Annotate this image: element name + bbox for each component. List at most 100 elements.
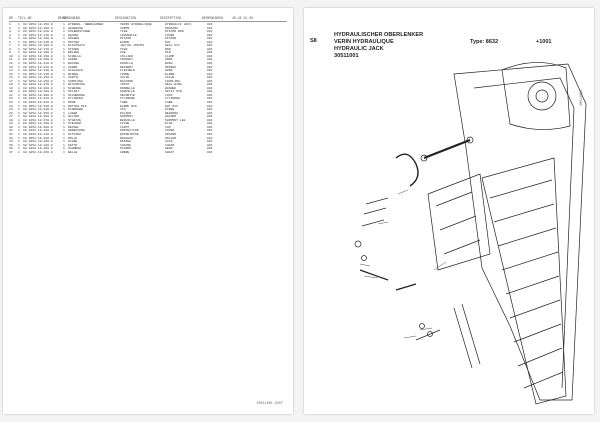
- table-cell: FLEXIBLE: [120, 69, 135, 73]
- gearbox-housing: [501, 62, 571, 130]
- table-cell: WINKEL: [68, 72, 80, 76]
- table-cell: 001: [207, 103, 213, 108]
- table-cell: DECKEL: [68, 33, 80, 37]
- table-cell: 1: [18, 75, 20, 80]
- table-cell: 001: [207, 135, 213, 140]
- hydraulic-top-link: [423, 138, 471, 160]
- table-cell: HYDRAULIC JACK: [165, 23, 191, 26]
- table-cell: 68 9452.18.320.0: [23, 100, 53, 105]
- table-cell: 68 9452.18.450.0: [23, 146, 53, 151]
- table-cell: 1: [18, 78, 20, 83]
- table-cell: DOUILLE: [120, 62, 133, 66]
- table-cell: 001: [207, 114, 213, 119]
- table-cell: 1: [18, 68, 20, 73]
- table-cell: 23: [9, 100, 13, 105]
- table-cell: 1: [18, 39, 20, 44]
- edition-label: +1001: [536, 39, 552, 45]
- table-cell: 1: [63, 43, 65, 48]
- table-cell: 1: [9, 22, 11, 26]
- table-cell: 1: [63, 96, 65, 101]
- table-cell: 68 9452.18.110.0: [23, 32, 53, 37]
- table-cell: CORPS: [120, 26, 130, 30]
- table-cell: 001: [207, 85, 213, 90]
- table-cell: ENTRETOISE: [120, 132, 139, 136]
- table-cell: 001: [207, 61, 213, 66]
- table-cell: 1: [63, 32, 65, 37]
- table-cell: 001: [207, 25, 213, 30]
- table-cell: 1: [18, 43, 20, 48]
- table-cell: 22: [9, 96, 13, 101]
- table-cell: 68 9452.18.230.0: [23, 68, 53, 73]
- table-cell: 001: [207, 29, 213, 34]
- table-cell: 13: [9, 64, 13, 69]
- table-cell: 1: [18, 100, 20, 105]
- parts-list-header: BR TEIL-NR MENGE BENENNUNG DESIGNATION D…: [9, 16, 287, 20]
- table-cell: CLAMP: [165, 54, 175, 58]
- table-cell: 1: [63, 89, 65, 94]
- exploded-drawing: [354, 62, 587, 405]
- section-code: S8: [310, 38, 317, 44]
- table-cell: TUBE: [120, 101, 128, 105]
- table-cell: 68 9452.18.460.0: [23, 149, 53, 154]
- table-cell: SECURITE: [120, 93, 135, 97]
- table-cell: 001: [207, 46, 213, 51]
- loose-nut: [427, 331, 433, 337]
- table-cell: PIN: [165, 51, 171, 55]
- table-cell: 1: [18, 29, 20, 34]
- table-cell: 68 9452.18.220.0: [23, 64, 53, 69]
- table-cell: ROLLER: [165, 136, 177, 140]
- column-header: TEIL-NR: [18, 16, 32, 20]
- hydraulic-hose: [395, 153, 419, 187]
- table-cell: ROHR: [68, 101, 76, 105]
- table-cell: 001: [207, 146, 213, 151]
- table-cell: 1: [18, 57, 20, 62]
- table-cell: 1: [63, 68, 65, 73]
- headstock-braces: [435, 191, 481, 255]
- table-cell: ABDECKUNG: [68, 129, 85, 133]
- table-cell: 1: [63, 71, 65, 76]
- column-header: MENGE: [58, 16, 68, 20]
- table-cell: 1: [63, 92, 65, 97]
- table-cell: FICHE: [120, 122, 130, 126]
- callout-leaders: [359, 189, 447, 339]
- table-cell: PROTECTION: [120, 129, 139, 133]
- table-cell: 7: [9, 43, 11, 48]
- table-cell: SEAL RING: [165, 83, 182, 87]
- table-cell: 1: [18, 142, 20, 147]
- column-header: BR: [9, 16, 13, 20]
- table-cell: 001: [207, 53, 213, 58]
- table-cell: GOUPILLE: [120, 90, 135, 94]
- table-cell: 1: [63, 36, 65, 41]
- table-cell: VENTIL: [68, 76, 80, 80]
- table-cell: 2: [9, 25, 11, 30]
- table-cell: LOCK: [165, 93, 173, 97]
- table-cell: 001: [207, 121, 213, 126]
- table-cell: 001: [207, 64, 213, 69]
- table-cell: 1: [18, 114, 20, 119]
- table-cell: 68 9452.18.340.0: [23, 107, 53, 112]
- table-cell: 68 9452.18.170.0: [23, 46, 53, 51]
- table-cell: JEU DE JOINTS: [120, 44, 145, 48]
- table-cell: 1: [18, 61, 20, 66]
- table-cell: ELBOW: [165, 72, 175, 76]
- table-cell: HOUSING: [165, 26, 178, 30]
- title-french: VERIN HYDRAULIQUE: [334, 39, 394, 45]
- table-cell: COVER: [165, 129, 175, 133]
- table-cell: VALVE: [165, 76, 175, 80]
- table-cell: 28: [9, 117, 13, 122]
- table-cell: DICHTRING: [68, 83, 85, 87]
- table-cell: 30: [9, 124, 13, 129]
- table-cell: VERIN HYDRAULIQUE: [120, 23, 152, 26]
- table-cell: JOINT: [120, 83, 130, 87]
- table-cell: 68 9452.18.150.0: [23, 22, 53, 26]
- table-cell: 1: [18, 103, 20, 108]
